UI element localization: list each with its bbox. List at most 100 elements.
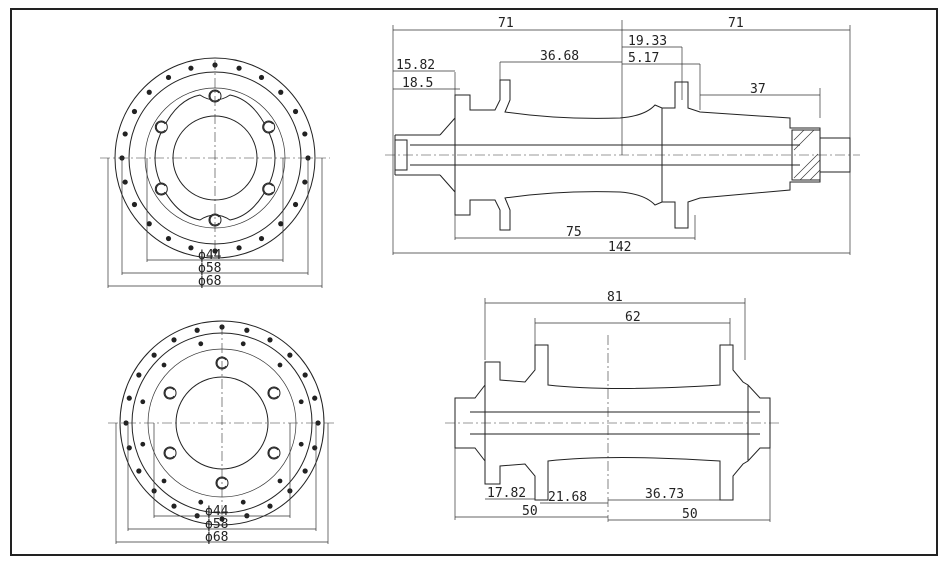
dimension-label-5-17: 5.17 (628, 51, 659, 66)
flange-spider-outline (154, 94, 276, 221)
spoke-hole (171, 503, 177, 509)
bolt-hole-arc (268, 447, 279, 459)
inner-spoke-hole (161, 478, 167, 484)
dimension-label-15-82: 15.82 (396, 58, 435, 73)
spoke-hole (302, 468, 308, 474)
bolt-hole-pattern (123, 324, 321, 522)
spoke-hole (278, 221, 284, 227)
spoke-hole (302, 179, 308, 185)
spoke-hole (126, 445, 132, 451)
spoke-hole (292, 201, 299, 208)
front-hub-side-view: 81 62 17.82 21.68 36.73 50 50 (445, 290, 780, 522)
spoke-hole (146, 221, 152, 227)
inner-spoke-hole (198, 341, 204, 347)
spoke-hole (236, 245, 242, 251)
spoke-hole (312, 395, 318, 401)
spoke-hole (194, 327, 200, 333)
inner-spoke-hole (277, 478, 283, 484)
dimension-label-18-5: 18.5 (402, 76, 433, 91)
dimension-label-19-33: 19.33 (628, 34, 667, 49)
rotor-bolt-hole (262, 120, 276, 134)
spoke-hole (315, 420, 321, 426)
bolt-hole-arc (209, 90, 220, 102)
spoke-hole (165, 74, 172, 81)
inner-spoke-hole (298, 399, 304, 405)
dimension-label-d44: ϕ44 (205, 504, 229, 519)
dimension-label-36-73: 36.73 (645, 487, 684, 502)
spoke-hole (131, 108, 138, 115)
inner-spoke-hole (240, 499, 246, 505)
bolt-hole-arc (216, 357, 227, 369)
bolt-hole-arc (209, 214, 220, 226)
section-hatching (793, 129, 821, 181)
inner-spoke-hole (277, 362, 283, 368)
spoke-hole (312, 445, 318, 451)
spoke-hole (212, 248, 218, 254)
bolt-hole-arc (263, 121, 274, 133)
drawing-frame (10, 8, 938, 556)
rear-hub-flange-face-view: ϕ44 ϕ58 ϕ68 (100, 57, 330, 289)
dimension-label-81: 81 (607, 290, 623, 305)
dimension-label-75: 75 (566, 225, 582, 240)
bolt-hole-arc (164, 387, 175, 399)
spoke-hole (267, 503, 273, 509)
dimension-label-50-left: 50 (522, 504, 538, 519)
spoke-hole (136, 468, 142, 474)
rotor-bolt-hole (163, 386, 177, 400)
lightening-slot-pattern (163, 356, 281, 490)
spoke-hole (122, 179, 128, 185)
bolt-hole-arc (216, 477, 227, 489)
inner-spoke-hole (198, 499, 204, 505)
dimension-label-d44: ϕ44 (198, 248, 222, 263)
inner-spoke-hole (161, 362, 167, 368)
spoke-hole (126, 395, 132, 401)
inner-spoke-hole (140, 399, 146, 405)
spoke-hole (219, 516, 225, 522)
spoke-hole-pattern (140, 341, 304, 505)
dimension-label-71-left: 71 (498, 16, 514, 31)
dimension-label-d68: ϕ68 (205, 530, 228, 545)
front-hub-flange-face-view: ϕ44 ϕ58 ϕ68 (108, 320, 336, 545)
spoke-hole (165, 235, 172, 242)
spoke-hole (136, 372, 142, 378)
spoke-hole (278, 89, 284, 95)
rotor-bolt-hole (267, 446, 281, 460)
bolt-hole-arc (155, 121, 166, 133)
spoke-hole (244, 327, 250, 333)
spoke-hole (302, 131, 308, 137)
rotor-bolt-hole (163, 446, 177, 460)
spoke-hole (258, 74, 265, 81)
spoke-hole (188, 245, 194, 251)
bolt-hole-arc (164, 447, 175, 459)
dimension-label-d58: ϕ58 (205, 517, 228, 532)
rear-hub-side-view: 71 71 19.33 15.82 36.68 5.17 18.5 37 (385, 16, 860, 255)
rotor-bolt-hole (154, 182, 168, 196)
dimension-label-36-68: 36.68 (540, 49, 579, 64)
spoke-hole (258, 235, 265, 242)
inner-spoke-hole (140, 441, 146, 447)
dimension-label-d58: ϕ58 (198, 261, 221, 276)
rotor-bolt-hole (262, 182, 276, 196)
dimension-label-50-right: 50 (682, 507, 698, 522)
dimension-label-71-right: 71 (728, 16, 744, 31)
spoke-hole (171, 337, 177, 343)
bolt-hole-arc (155, 183, 166, 195)
dimension-label-37: 37 (750, 82, 766, 97)
bolt-hole-arc (268, 387, 279, 399)
spoke-hole (267, 337, 273, 343)
dimension-label-d68: ϕ68 (198, 274, 221, 289)
dimension-label-17-82: 17.82 (487, 486, 526, 501)
spoke-hole (188, 65, 194, 71)
inner-spoke-hole (298, 441, 304, 447)
rotor-bolt-hole (154, 120, 168, 134)
hub-shell-outline (454, 344, 771, 501)
spoke-hole (236, 65, 242, 71)
spoke-hole (287, 352, 293, 358)
dimension-label-62: 62 (625, 310, 641, 325)
spoke-hole (302, 372, 308, 378)
spoke-hole (151, 352, 157, 358)
dimension-label-21-68: 21.68 (548, 490, 587, 505)
rotor-bolt-hole (267, 386, 281, 400)
spoke-hole (122, 131, 128, 137)
